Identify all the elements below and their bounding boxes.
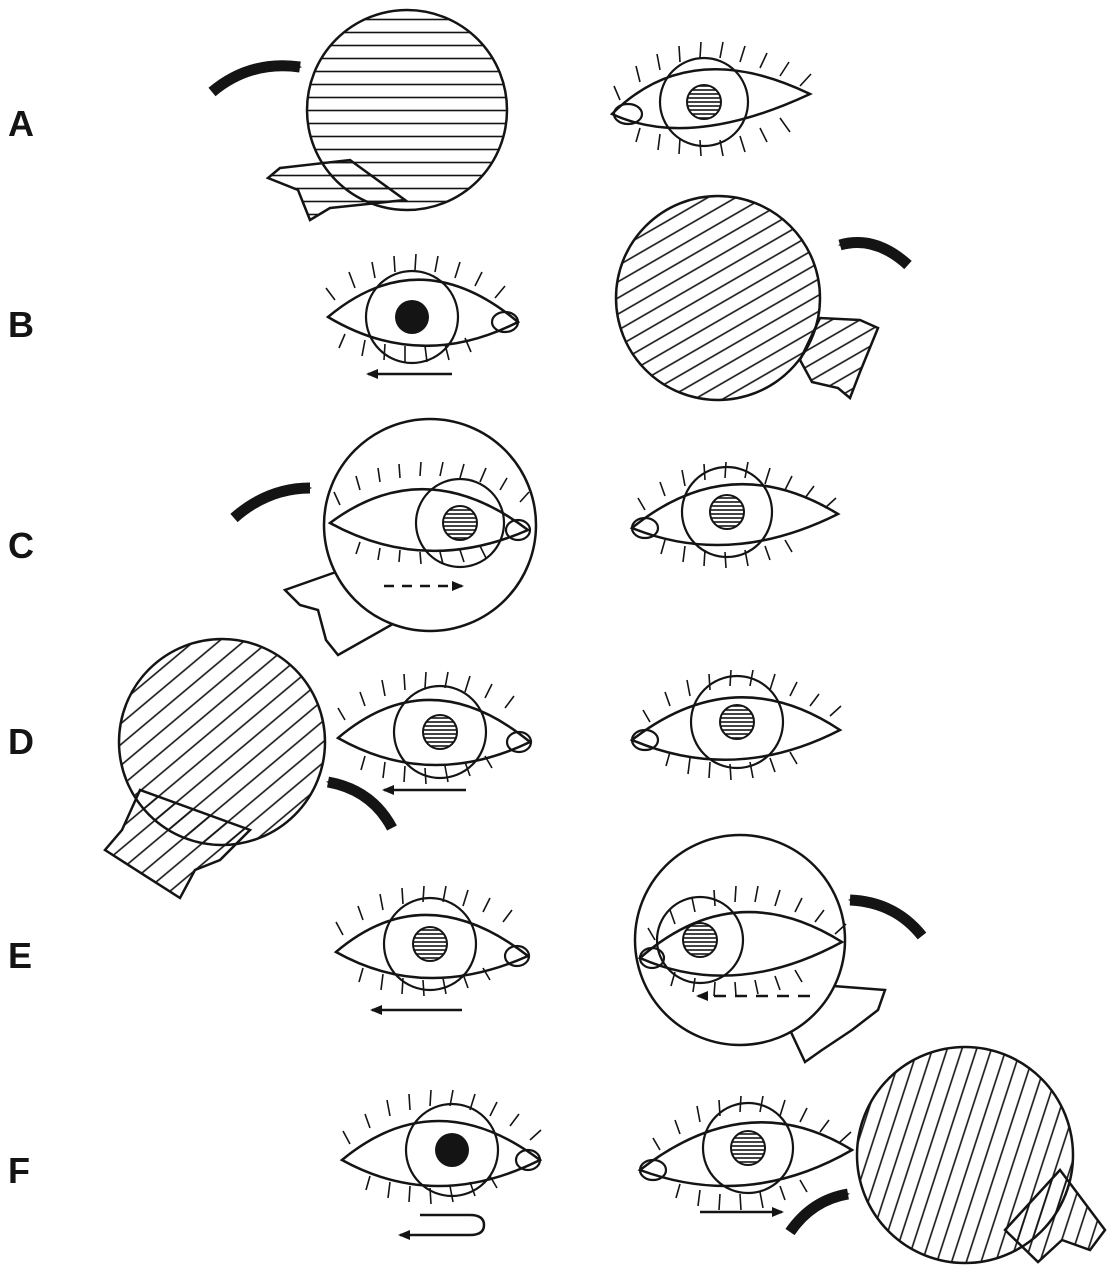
- row-a-left-eye: [612, 42, 811, 156]
- row-b-cover-arrow: [840, 243, 908, 266]
- row-c-right-eye-covered: [285, 419, 536, 655]
- row-b-left-eye-occluder: [616, 196, 878, 400]
- row-d-right-eye: [338, 672, 531, 784]
- row-d-occluder: [105, 639, 325, 898]
- row-a-right-eye: [268, 10, 507, 220]
- row-c-left-eye: [632, 462, 838, 568]
- row-a-cover-arrow: [212, 66, 300, 92]
- row-d-uncover-arrow: [328, 782, 392, 828]
- row-f-cover-arrow: [790, 1194, 848, 1232]
- row-e-uncover-arrow: [850, 900, 922, 936]
- row-e-left-eye-covered: [635, 835, 885, 1062]
- row-b-right-eye: [326, 254, 518, 363]
- row-e-right-eye: [336, 886, 529, 996]
- row-f-occluder: [857, 1047, 1105, 1263]
- row-d-left-eye: [632, 670, 841, 780]
- row-f-right-eye: [342, 1090, 541, 1204]
- row-c-cover-arrow: [234, 488, 310, 518]
- row-f-left-eye: [640, 1096, 852, 1210]
- row-f-return-arrow: [400, 1215, 484, 1235]
